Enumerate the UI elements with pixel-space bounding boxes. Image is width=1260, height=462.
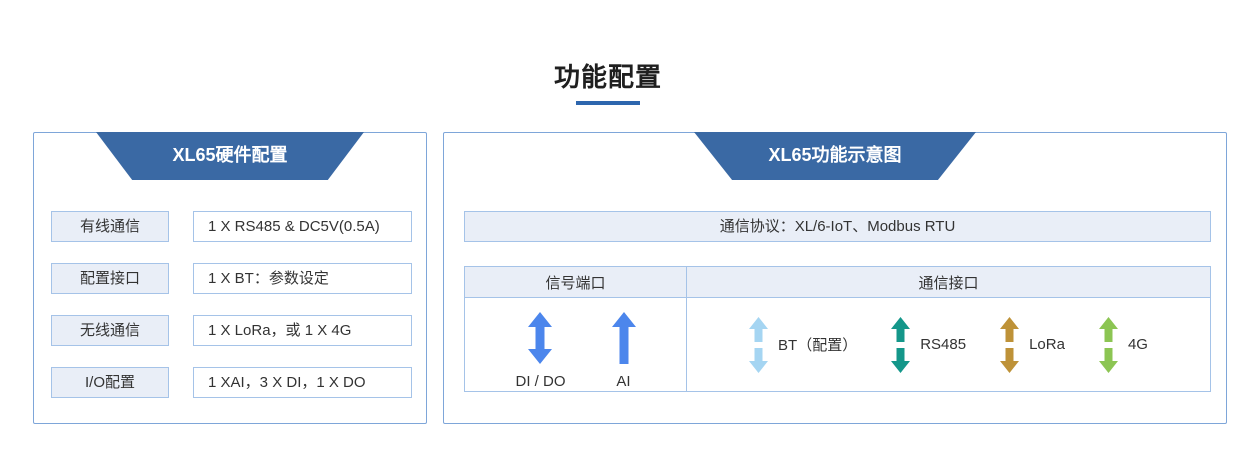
iface-item-4g: 4G	[1098, 316, 1148, 373]
signal-interface-table: 信号端口 通信接口	[464, 266, 1211, 392]
row-value: 1 X BT：参数设定	[193, 263, 412, 294]
row-label: 有线通信	[51, 211, 169, 242]
port-item-di-do: DI / DO	[515, 312, 566, 390]
iface-label: LoRa	[1029, 336, 1065, 353]
title-underline	[575, 101, 640, 105]
signal-ports-cell: DI / DO AI	[464, 297, 687, 392]
hardware-config-header: XL65硬件配置	[96, 132, 364, 180]
di-do-double-arrow-icon	[528, 312, 553, 364]
iface-label: 4G	[1127, 336, 1148, 353]
ai-up-arrow-icon	[611, 312, 636, 364]
row-label: 配置接口	[51, 263, 169, 294]
row-label: 无线通信	[51, 315, 169, 346]
function-diagram-header: XL65功能示意图	[694, 132, 976, 180]
column-header-signal-ports: 信号端口	[464, 266, 687, 298]
port-item-ai: AI	[611, 312, 636, 390]
iface-item-rs485: RS485	[891, 316, 967, 373]
iface-label: BT（配置）	[778, 337, 858, 354]
row-label: I/O配置	[51, 367, 169, 398]
hardware-row-io: I/O配置 1 XAI，3 X DI，1 X DO	[51, 367, 412, 398]
page-title-block: 功能配置	[554, 57, 662, 105]
lora-double-arrow-icon	[1000, 316, 1020, 373]
iface-item-lora: LoRa	[1000, 316, 1065, 373]
row-value: 1 X LoRa，或 1 X 4G	[193, 315, 412, 346]
iface-item-bt: BT（配置）	[749, 316, 858, 373]
row-value: 1 X RS485 & DC5V(0.5A)	[193, 211, 412, 242]
hardware-config-panel: XL65硬件配置 有线通信 1 X RS485 & DC5V(0.5A) 配置接…	[33, 132, 427, 424]
hardware-row-wired: 有线通信 1 X RS485 & DC5V(0.5A)	[51, 211, 412, 242]
hardware-row-wireless: 无线通信 1 X LoRa，或 1 X 4G	[51, 315, 412, 346]
protocol-bar: 通信协议：XL/6-IoT、Modbus RTU	[464, 211, 1211, 242]
rs485-double-arrow-icon	[891, 316, 911, 373]
bt-double-arrow-icon	[749, 316, 769, 373]
4g-double-arrow-icon	[1098, 316, 1118, 373]
port-label: DI / DO	[515, 373, 566, 390]
page-title: 功能配置	[553, 62, 663, 92]
comm-interfaces-cell: BT（配置） RS485	[686, 297, 1211, 392]
hardware-row-config-port: 配置接口 1 X BT：参数设定	[51, 263, 412, 294]
iface-label: RS485	[920, 336, 967, 353]
function-diagram-panel: XL65功能示意图 通信协议：XL/6-IoT、Modbus RTU 信号端口 …	[443, 132, 1227, 424]
row-value: 1 XAI，3 X DI，1 X DO	[193, 367, 412, 398]
port-label: AI	[616, 373, 631, 390]
column-header-comm-interfaces: 通信接口	[686, 266, 1211, 298]
